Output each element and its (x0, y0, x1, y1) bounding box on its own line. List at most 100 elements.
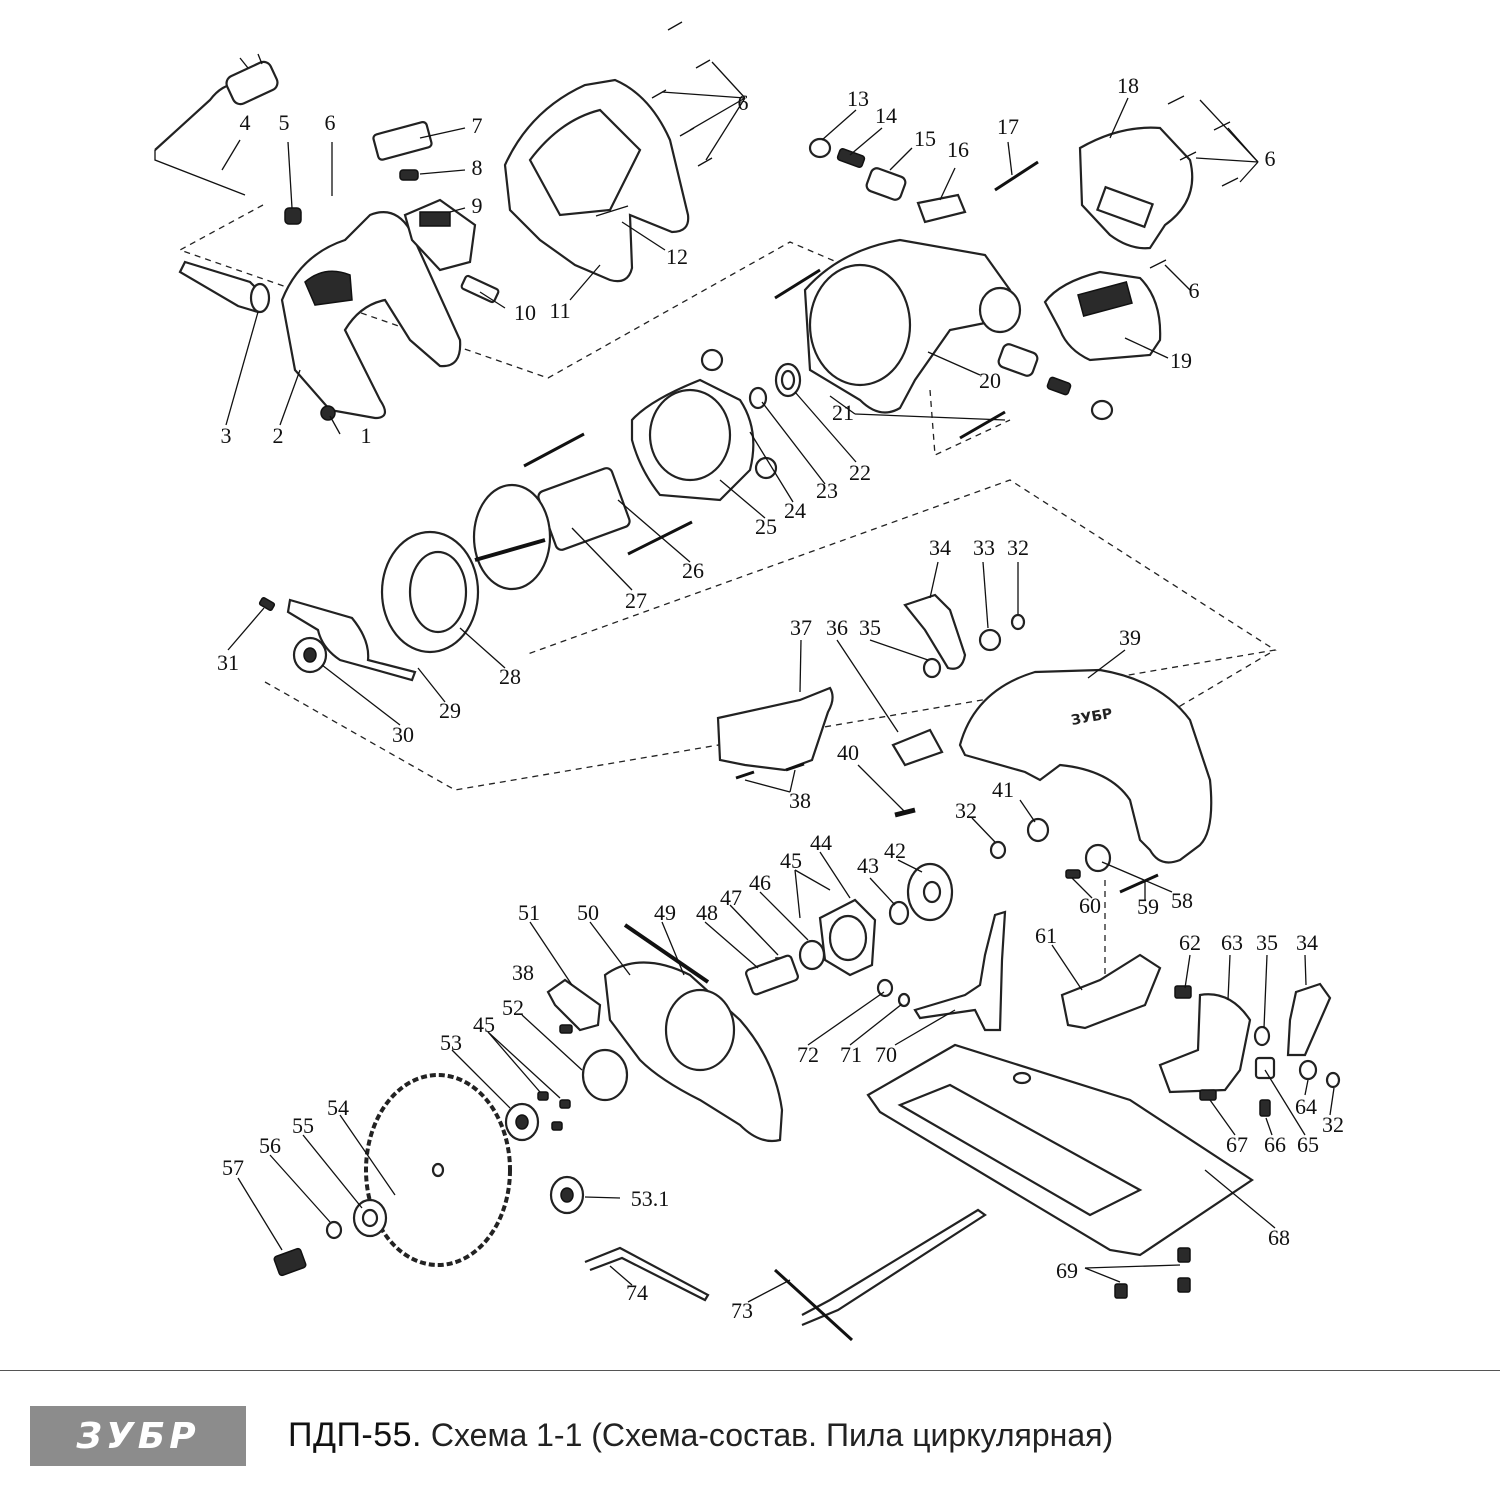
bolt-62 (1174, 985, 1192, 999)
callout-32c: 32 (1322, 1112, 1344, 1137)
diagram-subtitle: Схема 1-1 (Схема-состав. Пила циркулярна… (430, 1417, 1114, 1453)
callout-24: 24 (784, 498, 806, 523)
power-cord (154, 53, 279, 196)
bearing-41 (1026, 817, 1050, 843)
callout-19: 19 (1170, 348, 1192, 373)
lock-nut (978, 628, 1002, 652)
cord-protector (178, 260, 271, 314)
svg-text:ЗУБР: ЗУБР (1070, 706, 1114, 729)
pin-59 (1119, 873, 1159, 894)
footer: ЗУБР ПДП-55. Схема 1-1 (Схема-состав. Пи… (0, 1372, 1500, 1500)
stator (630, 348, 778, 502)
warning-label (891, 728, 944, 767)
fan-baffle (380, 530, 480, 654)
callout-62: 62 (1179, 930, 1201, 955)
screw-small-1 (320, 405, 336, 421)
callout-8: 8 (472, 155, 483, 180)
bevel-lever (1286, 982, 1332, 1057)
callout-6a: 6 (325, 110, 336, 135)
switch-spring (399, 169, 419, 181)
handle-cover (503, 78, 690, 283)
saw-blade (364, 1073, 512, 1267)
armature-screws (523, 432, 693, 556)
callout-32b: 32 (955, 798, 977, 823)
callout-48: 48 (696, 900, 718, 925)
callout-23: 23 (816, 478, 838, 503)
callout-42: 42 (884, 838, 906, 863)
callout-54: 54 (327, 1095, 349, 1120)
model-name: ПДП-55. (288, 1416, 422, 1454)
callout-63: 63 (1221, 930, 1243, 955)
callout-33: 33 (973, 535, 995, 560)
callout-32a: 32 (1007, 535, 1029, 560)
circlip-43 (888, 900, 910, 926)
callout-45b: 45 (473, 1012, 495, 1037)
handle-housing (280, 211, 462, 420)
callout-14: 14 (875, 103, 897, 128)
capacitor (460, 274, 500, 304)
callout-17: 17 (997, 114, 1019, 139)
callout-35b: 35 (1256, 930, 1278, 955)
hex-key (584, 1246, 710, 1302)
callout-7: 7 (472, 113, 483, 138)
spindle (745, 954, 799, 996)
callout-52: 52 (502, 995, 524, 1020)
callout-60: 60 (1079, 893, 1101, 918)
brush-cap (808, 137, 832, 159)
screw-38b (559, 1024, 573, 1034)
pivot-bolt (894, 807, 916, 818)
callout-51: 51 (518, 900, 540, 925)
gear-plate (286, 598, 417, 682)
bearing-22 (774, 362, 802, 398)
callout-31: 31 (217, 650, 239, 675)
washer-56 (325, 1220, 343, 1240)
callout-71: 71 (840, 1042, 862, 1067)
callout-53: 53 (440, 1030, 462, 1055)
callout-40: 40 (837, 740, 859, 765)
callout-46: 46 (749, 870, 771, 895)
callout-70: 70 (875, 1042, 897, 1067)
gear-wheel (906, 862, 954, 922)
brand-logo: ЗУБР (30, 1406, 246, 1466)
callout-10: 10 (514, 300, 536, 325)
callout-59: 59 (1137, 894, 1159, 919)
callout-30: 30 (392, 722, 414, 747)
callout-57: 57 (222, 1155, 244, 1180)
callout-3: 3 (221, 423, 232, 448)
exploded-parts-diagram: ЗУБР (154, 21, 1344, 1342)
base-plate (866, 1043, 1254, 1257)
brush-holder-right (997, 343, 1114, 421)
knob-65 (1254, 1056, 1276, 1080)
callout-36: 36 (826, 615, 848, 640)
flange-screws (537, 1091, 571, 1131)
spacer-58 (1084, 843, 1112, 873)
callout-50: 50 (577, 900, 599, 925)
callout-74: 74 (626, 1280, 648, 1305)
callout-58: 58 (1171, 888, 1193, 913)
callout-49: 49 (654, 900, 676, 925)
callout-41: 41 (992, 777, 1014, 802)
callout-44: 44 (810, 830, 832, 855)
callout-55: 55 (292, 1113, 314, 1138)
callout-11: 11 (549, 298, 570, 323)
callout-18: 18 (1117, 73, 1139, 98)
callout-64: 64 (1295, 1094, 1317, 1119)
callout-numbers: 1 2 3 4 5 6 6 6 7 8 9 10 11 12 13 14 15 … (217, 73, 1344, 1323)
callout-21: 21 (832, 400, 854, 425)
rear-cover-screws (1149, 95, 1239, 269)
callout-45a: 45 (780, 848, 802, 873)
callout-34a: 34 (929, 535, 951, 560)
callout-34b: 34 (1296, 930, 1318, 955)
callout-20: 20 (979, 368, 1001, 393)
callout-6b: 6 (738, 90, 749, 115)
switch-button (372, 120, 433, 161)
rip-fence (773, 1208, 987, 1342)
end-cap (1043, 270, 1162, 362)
callout-38a: 38 (789, 788, 811, 813)
callout-29: 29 (439, 698, 461, 723)
callout-4: 4 (240, 110, 251, 135)
washer-35a (922, 657, 942, 679)
diagram-title: ПДП-55. Схема 1-1 (Схема-состав. Пила ци… (288, 1416, 1113, 1455)
callout-65: 65 (1297, 1132, 1319, 1157)
callout-37: 37 (790, 615, 812, 640)
